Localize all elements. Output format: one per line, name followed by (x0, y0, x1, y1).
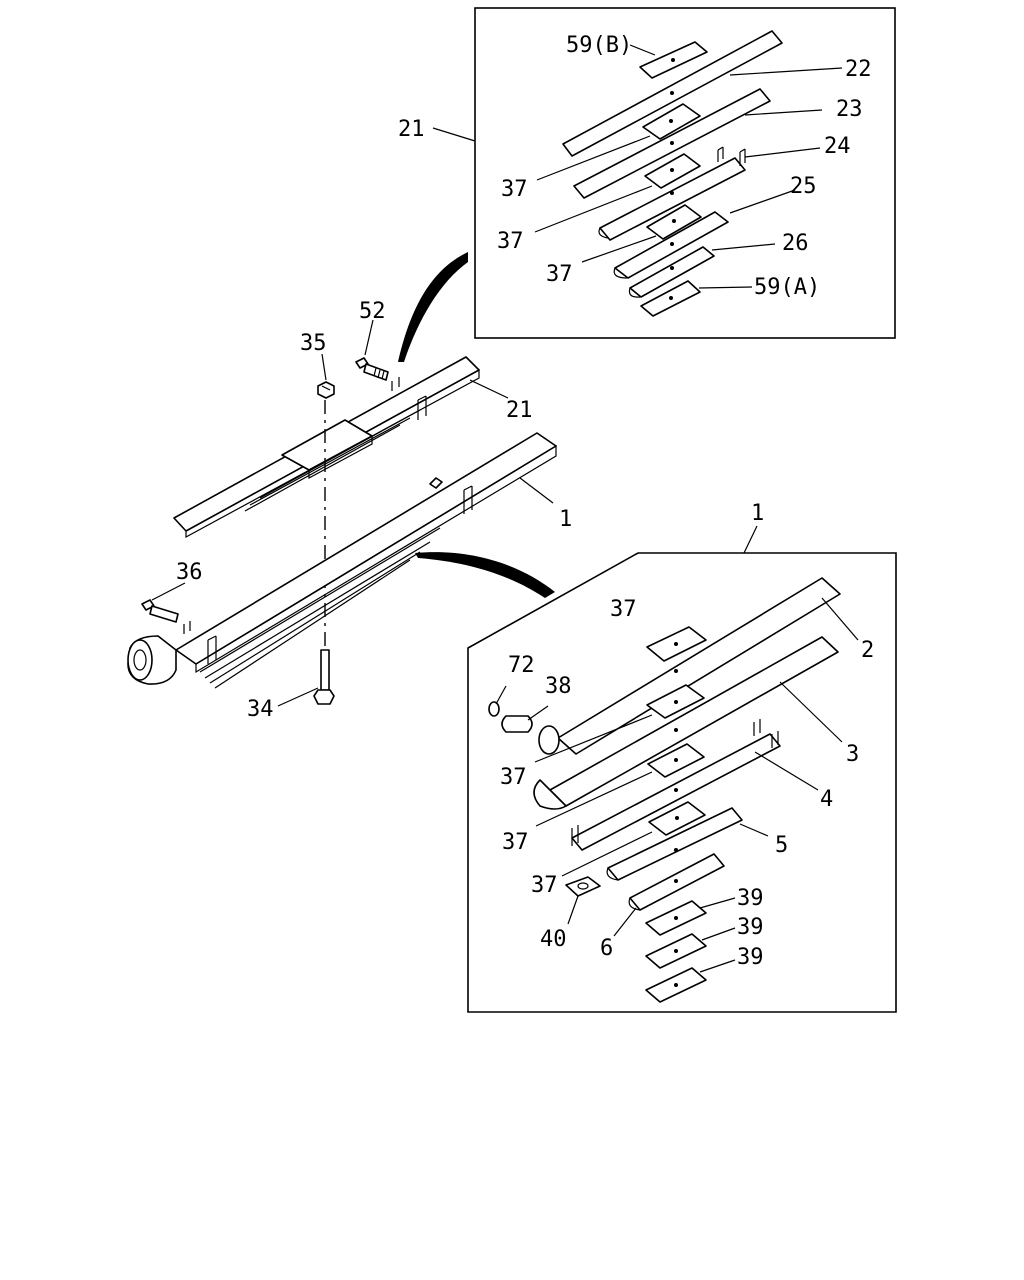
assembly-1 (127, 432, 557, 689)
callout-35: 35 (300, 331, 327, 356)
nut-35 (317, 381, 335, 399)
part-5-leaf (607, 807, 743, 881)
callout-59a: 59(A) (754, 275, 820, 300)
callout-38: 38 (545, 674, 572, 699)
part-26-leaf (629, 246, 715, 298)
bolt-52 (355, 357, 389, 381)
detail-1-parts (488, 577, 841, 1003)
detail-box-21 (474, 7, 896, 339)
callout-37-b: 37 (497, 229, 524, 254)
leader-21-box (432, 127, 476, 142)
callout-59b: 59(B) (566, 33, 632, 58)
callout-37-g: 37 (531, 873, 558, 898)
part-40-washer (565, 876, 601, 897)
callout-37-e: 37 (500, 765, 527, 790)
callout-23: 23 (836, 97, 863, 122)
callout-4: 4 (820, 787, 833, 812)
callout-25: 25 (790, 174, 817, 199)
part-2-leaf (557, 577, 841, 755)
callout-21-main: 21 (506, 398, 533, 423)
callout-24: 24 (824, 134, 851, 159)
detail-21-parts (562, 30, 783, 317)
bolt-36 (141, 599, 179, 623)
assembly-21 (173, 356, 480, 539)
leaf-1-top (175, 432, 557, 665)
callout-39-c: 39 (737, 945, 764, 970)
callout-72: 72 (508, 653, 535, 678)
part-38-bushing (501, 715, 533, 733)
callout-40: 40 (540, 927, 567, 952)
callout-26: 26 (782, 231, 809, 256)
pointer-arrow-21 (398, 252, 468, 362)
callout-37-c: 37 (546, 262, 573, 287)
part-24-leaf (599, 157, 746, 241)
callout-22: 22 (845, 57, 872, 82)
callout-1-main: 1 (559, 507, 572, 532)
detail-box-1 (467, 552, 897, 1013)
callout-3: 3 (846, 742, 859, 767)
callout-labels: 59(B) 22 23 24 25 26 59(A) 21 37 37 37 5… (176, 33, 874, 970)
callout-39-b: 39 (737, 915, 764, 940)
callout-37-d: 37 (610, 597, 637, 622)
callout-21-detail: 21 (398, 117, 425, 142)
bolt-34 (313, 649, 335, 705)
callout-34: 34 (247, 697, 274, 722)
callout-39-a: 39 (737, 886, 764, 911)
callout-37-f: 37 (502, 830, 529, 855)
callout-1-detail: 1 (751, 501, 764, 526)
callout-5: 5 (775, 833, 788, 858)
part-2-eye (538, 725, 560, 755)
part-72-ring (488, 701, 500, 717)
callout-37-a: 37 (501, 177, 528, 202)
callout-36: 36 (176, 560, 203, 585)
callout-52: 52 (359, 299, 386, 324)
pointer-arrow-1 (415, 552, 555, 598)
callout-2: 2 (861, 638, 874, 663)
callout-6: 6 (600, 936, 613, 961)
